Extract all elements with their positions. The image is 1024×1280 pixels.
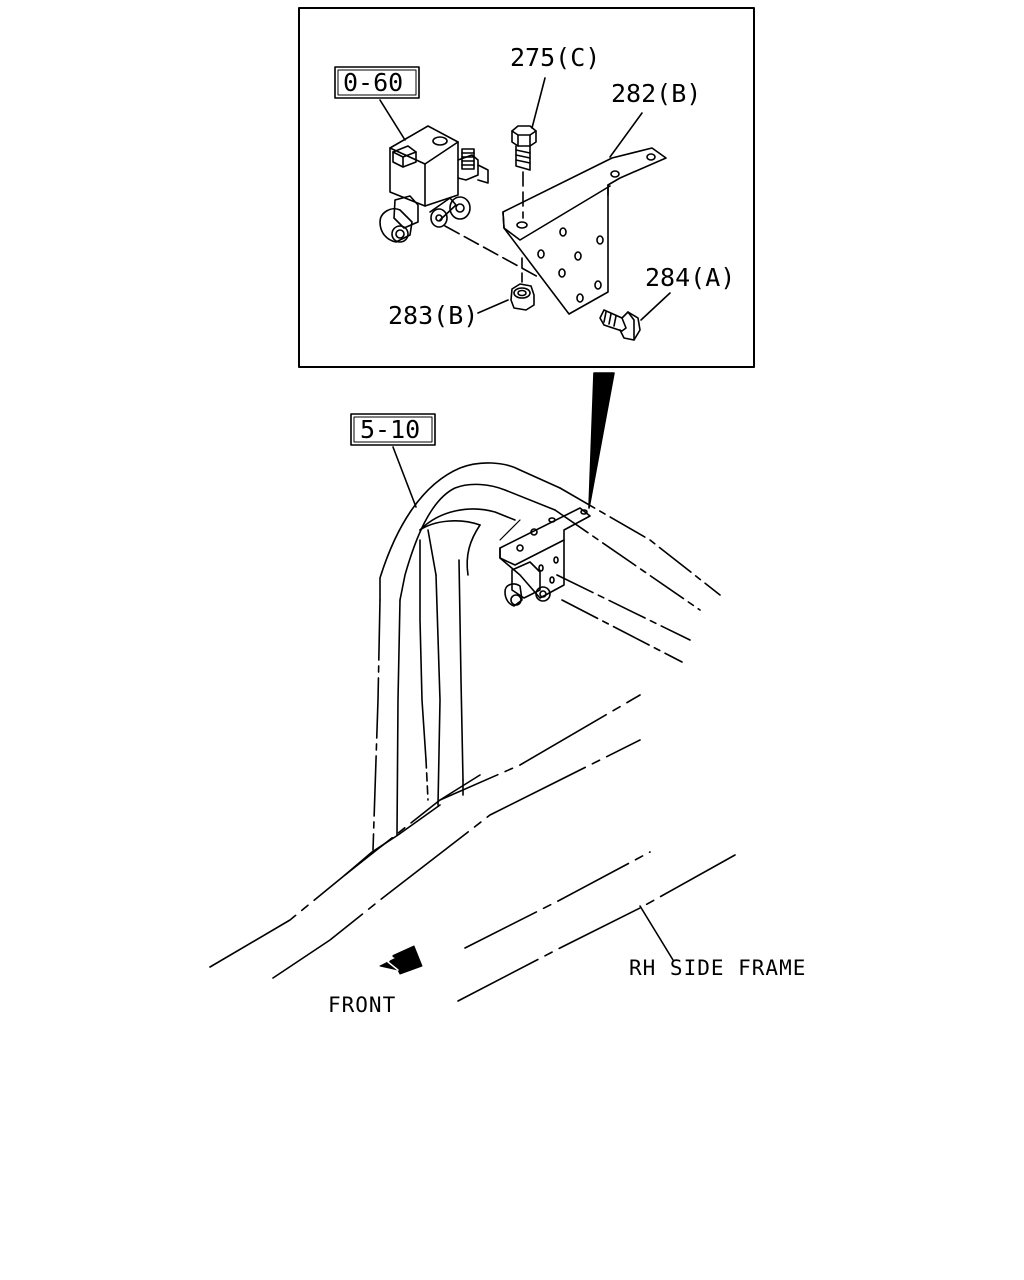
- solenoid-valve: [379, 125, 489, 243]
- bracket-282: [502, 147, 667, 315]
- lh-side-frame: [209, 694, 641, 979]
- leader-5-10: [392, 446, 417, 508]
- ref-label-0-60: 0-60: [343, 68, 403, 97]
- leader-275: [531, 77, 546, 129]
- rh-side-frame-label: RH SIDE FRAME: [629, 956, 806, 980]
- rh-side-frame: [457, 851, 736, 1002]
- air-pipes: [372, 539, 464, 851]
- front-arrow-icon: [379, 945, 423, 975]
- leader-282: [609, 112, 643, 158]
- part-label-283: 283(B): [388, 301, 478, 330]
- nut-283: [510, 283, 535, 311]
- front-label: FRONT: [328, 993, 396, 1017]
- ref-label-5-10: 5-10: [360, 415, 420, 444]
- leader-0-60: [379, 99, 406, 141]
- bolt-275: [511, 125, 537, 219]
- detail-pointer: [588, 372, 615, 509]
- part-label-284: 284(A): [645, 263, 735, 292]
- ref-box-5-10: [350, 413, 436, 446]
- bolt-284: [599, 309, 641, 341]
- detail-inset-frame: [298, 7, 755, 368]
- leader-284: [640, 292, 671, 321]
- cross-member: [379, 462, 721, 663]
- leader-rh-side-frame: [639, 905, 674, 961]
- part-label-282: 282(B): [611, 79, 701, 108]
- installed-valve-bracket: [499, 507, 591, 607]
- part-label-275: 275(C): [510, 43, 600, 72]
- assembly-centerline: [444, 225, 541, 279]
- leader-283: [477, 299, 509, 314]
- ref-box-0-60: [334, 66, 420, 99]
